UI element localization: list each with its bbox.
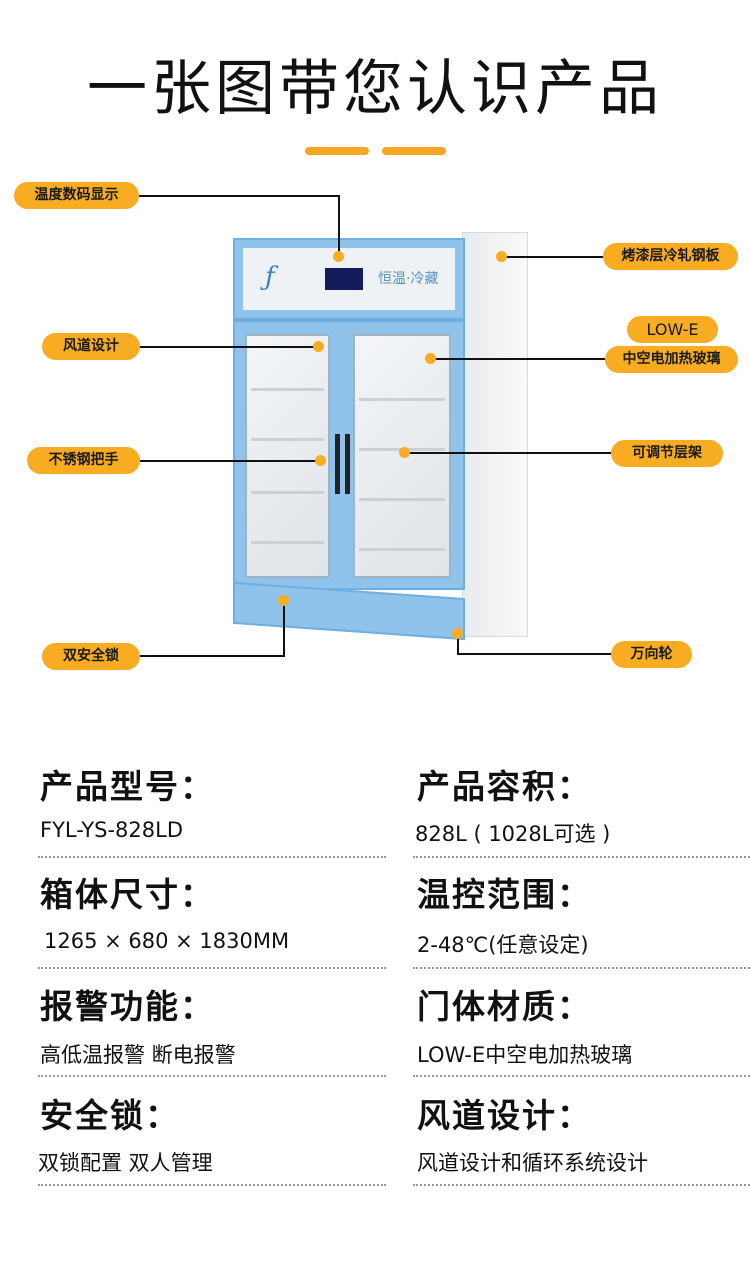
connector-line: [140, 460, 320, 462]
fridge-side: [462, 232, 528, 637]
callout-steel: 烤漆层冷轧钢板: [603, 243, 738, 270]
marker-dot: [452, 628, 463, 639]
spec-value: FYL-YS-828LD: [40, 818, 184, 842]
callout-duct: 风道设计: [42, 333, 140, 360]
connector-line: [457, 653, 611, 655]
decoration: [251, 438, 324, 441]
callout-handle: 不锈钢把手: [27, 447, 140, 474]
fridge-doors: [233, 320, 465, 590]
connector-line: [502, 256, 603, 258]
door-handle: [335, 434, 340, 494]
decoration: [251, 541, 324, 544]
callout-wheel: 万向轮: [611, 641, 692, 668]
logo-icon: ƒ: [265, 262, 275, 292]
spec-label: 产品容积：: [417, 767, 592, 806]
decoration: [359, 498, 445, 501]
spec-label: 报警功能：: [40, 987, 215, 1026]
callout-glass: 中空电加热玻璃: [605, 346, 738, 373]
callout-lowe: LOW-E: [627, 316, 718, 343]
connector-line: [140, 655, 285, 657]
divider-bar: [382, 147, 446, 155]
connector-line: [283, 600, 285, 657]
divider-bar: [305, 147, 369, 155]
connector-line: [430, 358, 605, 360]
spec-value: 2-48℃(任意设定): [417, 933, 589, 957]
panel-text: 恒温·冷藏: [378, 271, 439, 287]
decoration: [251, 491, 324, 494]
marker-dot: [399, 447, 410, 458]
dotted-divider: [38, 1184, 386, 1186]
connector-line: [140, 346, 318, 348]
connector-line: [457, 633, 459, 655]
callout-shelf: 可调节层架: [611, 440, 723, 467]
dotted-divider: [38, 856, 386, 858]
dotted-divider: [413, 856, 750, 858]
spec-value: LOW-E中空电加热玻璃: [417, 1043, 633, 1067]
dotted-divider: [413, 1184, 750, 1186]
marker-dot: [496, 251, 507, 262]
spec-label: 安全锁：: [40, 1096, 180, 1135]
dotted-divider: [38, 967, 386, 969]
marker-dot: [315, 455, 326, 466]
spec-label: 产品型号：: [40, 767, 215, 806]
door-handle: [345, 434, 350, 494]
spec-value: 1265 × 680 × 1830MM: [44, 929, 290, 953]
spec-label: 温控范围：: [417, 875, 592, 914]
connector-line: [404, 452, 611, 454]
marker-dot: [278, 595, 289, 606]
decoration: [251, 388, 324, 391]
spec-value: 风道设计和循环系统设计: [417, 1151, 648, 1175]
digital-display: [325, 268, 363, 290]
connector-line: [338, 195, 340, 255]
decoration: [359, 548, 445, 551]
spec-value: 双锁配置 双人管理: [38, 1151, 213, 1175]
dotted-divider: [38, 1075, 386, 1077]
fridge-top-panel: ƒ 恒温·冷藏: [233, 238, 465, 320]
dotted-divider: [413, 1075, 750, 1077]
connector-line: [139, 195, 340, 197]
dotted-divider: [413, 967, 750, 969]
page-title: 一张图带您认识产品: [87, 54, 663, 124]
spec-value: 828L ( 1028L可选 ): [415, 822, 611, 846]
fridge-image: ƒ 恒温·冷藏: [230, 228, 530, 643]
spec-value: 高低温报警 断电报警: [40, 1043, 236, 1067]
callout-display: 温度数码显示: [14, 182, 139, 209]
decoration: [359, 398, 445, 401]
marker-dot: [313, 341, 324, 352]
marker-dot: [425, 353, 436, 364]
marker-dot: [333, 251, 344, 262]
fridge-base: [233, 581, 465, 641]
spec-label: 门体材质：: [417, 987, 592, 1026]
spec-label: 箱体尺寸：: [40, 875, 215, 914]
spec-label: 风道设计：: [417, 1096, 592, 1135]
callout-lock: 双安全锁: [42, 643, 140, 670]
